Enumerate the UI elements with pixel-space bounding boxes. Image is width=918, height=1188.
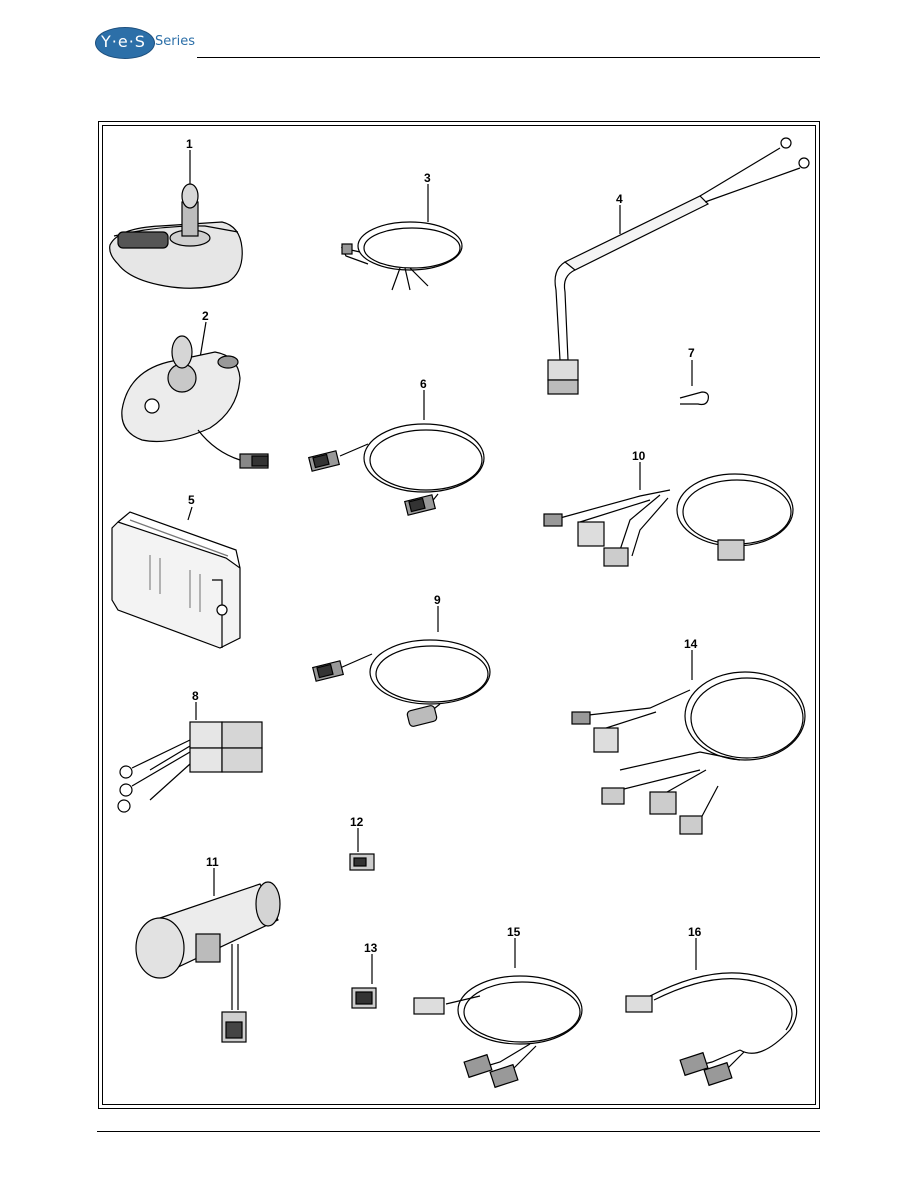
part-label-12: 12 (350, 815, 364, 829)
part-label-4: 4 (616, 192, 623, 206)
part-label-8: 8 (192, 689, 199, 703)
part-5-control-module (112, 507, 240, 648)
part-12-connector (350, 828, 374, 870)
part-1-joystick-controller (110, 150, 243, 288)
part-label-14: 14 (684, 637, 698, 651)
part-label-13: 13 (364, 941, 378, 955)
part-label-5: 5 (188, 493, 195, 507)
part-label-6: 6 (420, 377, 427, 391)
part-label-10: 10 (632, 449, 646, 463)
part-7-clip (680, 360, 708, 405)
part-13-connector (352, 954, 376, 1008)
part-label-15: 15 (507, 925, 521, 939)
part-label-1: 1 (186, 137, 193, 151)
part-6-data-cable (309, 390, 484, 515)
part-label-11: 11 (206, 855, 219, 869)
part-label-2: 2 (202, 309, 209, 323)
part-16-cable (626, 938, 797, 1085)
part-11-light (136, 868, 280, 1042)
part-label-16: 16 (688, 925, 702, 939)
part-2-joystick-cable (122, 322, 268, 468)
part-10-harness (544, 462, 793, 566)
part-label-7: 7 (688, 346, 695, 360)
part-label-9: 9 (434, 593, 441, 607)
part-9-data-cable (313, 606, 490, 727)
part-8-fuse-connector (118, 702, 262, 812)
part-label-3: 3 (424, 171, 431, 185)
part-3-sensor-cable (342, 184, 462, 290)
footer-rule (97, 1131, 820, 1132)
part-15-cable (414, 938, 582, 1087)
part-14-lighting-harness (572, 650, 805, 834)
part-4-battery-cable (548, 138, 809, 394)
